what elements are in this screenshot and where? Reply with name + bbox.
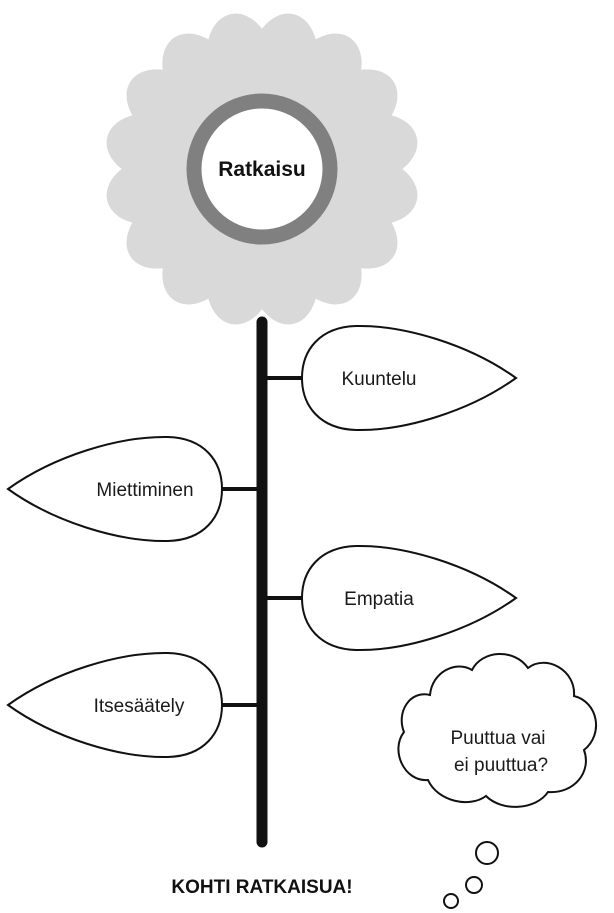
leaf-label: Kuuntelu [341,369,416,390]
leaf-shape [6,651,224,759]
leaf-label: Itsesäätely [94,696,185,717]
flower-center-ring [186,93,338,245]
thought-line-1: Puuttua vai [450,728,545,749]
flower-center-label: Ratkaisu [218,158,306,181]
flower-petals [106,13,418,325]
thought-bubble-small [443,893,459,909]
leaf-shape [300,324,518,432]
thought-bubble-medium [465,876,483,894]
thought-line-2: ei puuttua? [454,755,548,776]
leaf-miettiminen: Miettiminen [6,435,262,543]
leaf-shape [6,435,224,543]
leaf-kuuntelu: Kuuntelu [262,324,518,432]
thought-bubble-large [475,841,499,865]
thought-cloud: Puuttua vai ei puuttua? [397,653,598,909]
leaf-empatia: Empatia [262,544,518,652]
thought-cloud-shape [397,653,598,808]
leaf-label: Empatia [344,589,414,610]
leaf-itsesaately: Itsesäätely [6,651,262,759]
leaf-shape [300,544,518,652]
footer-label: KOHTI RATKAISUA! [171,877,352,898]
leaf-label: Miettiminen [96,480,193,501]
